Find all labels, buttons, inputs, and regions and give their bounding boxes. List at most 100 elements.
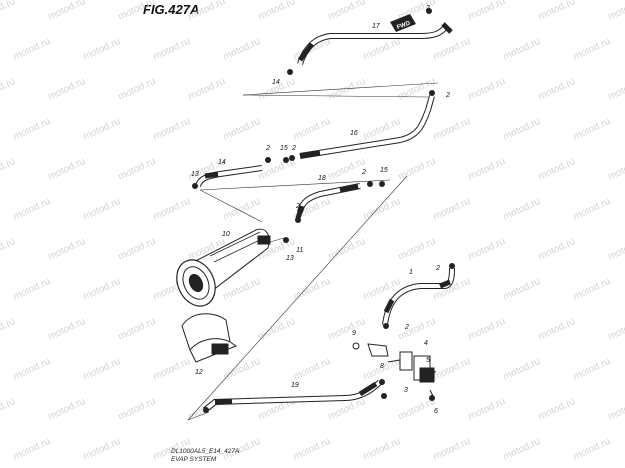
watermark-text: motod.ru — [607, 76, 625, 103]
watermark-text: motod.ru — [502, 196, 542, 223]
watermark-text: motod.ru — [362, 196, 402, 223]
callout-11: 11 — [296, 247, 303, 254]
watermark-text: motod.ru — [327, 316, 367, 343]
callout-2a: 2 — [425, 5, 430, 12]
watermark-text: motod.ru — [0, 236, 17, 263]
callout-2c: 2 — [265, 145, 270, 152]
callout-15: 14 — [218, 159, 226, 166]
watermark-text: motod.ru — [257, 0, 297, 23]
watermark-text: motod.ru — [292, 356, 332, 383]
callout-1: 1 — [409, 269, 413, 276]
watermark-text: motod.ru — [467, 236, 507, 263]
watermark-text: motod.ru — [607, 236, 625, 263]
watermark-text: motod.ru — [467, 396, 507, 423]
callout-18: 18 — [318, 175, 326, 182]
watermark-text: motod.ru — [47, 236, 87, 263]
callout-14b: 15 — [280, 145, 288, 152]
watermark-text: motod.ru — [432, 436, 472, 463]
watermark-text: motod.ru — [117, 0, 157, 23]
watermark-text: motod.ru — [397, 156, 437, 183]
watermark-text: motod.ru — [82, 356, 122, 383]
watermark-text: motod.ru — [502, 36, 542, 63]
callout-16: 16 — [350, 130, 358, 137]
callout-3: 3 — [404, 387, 408, 394]
watermark-text: motod.ru — [467, 316, 507, 343]
watermark-text: motod.ru — [537, 316, 577, 343]
watermark-text: motod.ru — [257, 316, 297, 343]
watermark-text: motod.ru — [502, 356, 542, 383]
watermark-text: motod.ru — [362, 436, 402, 463]
watermark-text: motod.ru — [572, 276, 612, 303]
watermark-text: motod.ru — [607, 0, 625, 23]
watermark-text: motod.ru — [152, 36, 192, 63]
watermark-text: motod.ru — [502, 436, 542, 463]
hose-18 — [295, 183, 361, 219]
callout-labels: 17 2 14 2 16 2 15 2 14 13 18 2 15 2 10 1… — [191, 5, 450, 415]
watermark-text: motod.ru — [12, 196, 52, 223]
watermark-text: motod.ru — [292, 36, 332, 63]
callout-6: 6 — [434, 408, 438, 415]
callout-2f: 2 — [295, 203, 300, 210]
bracket-9 — [352, 342, 389, 357]
watermark-text: motod.ru — [607, 316, 625, 343]
watermark-text: motod.ru — [327, 0, 367, 23]
watermark-text: motod.ru — [572, 356, 612, 383]
watermark-text: motod.ru — [0, 316, 17, 343]
callout-5: 5 — [426, 357, 430, 364]
watermark-text: motod.ru — [537, 236, 577, 263]
watermark-text: motod.ru — [397, 316, 437, 343]
watermark-text: motod.ru — [292, 276, 332, 303]
watermark-text: motod.ru — [12, 36, 52, 63]
watermark-text: motod.ru — [117, 76, 157, 103]
watermark-text: motod.ru — [467, 156, 507, 183]
fwd-arrow: FWD — [390, 14, 416, 32]
watermark-text: motod.ru — [152, 356, 192, 383]
watermark-text: motod.ru — [12, 436, 52, 463]
callout-2h: 2 — [404, 324, 409, 331]
watermark-text: motod.ru — [152, 116, 192, 143]
watermark-text: motod.ru — [82, 436, 122, 463]
watermark-text: motod.ru — [117, 396, 157, 423]
valve-assembly — [387, 351, 435, 399]
watermark-text: motod.ru — [222, 116, 262, 143]
watermark-text: motod.ru — [222, 36, 262, 63]
hose-1 — [382, 267, 455, 326]
watermark-text: motod.ru — [152, 196, 192, 223]
clamps — [192, 8, 455, 413]
callout-4: 4 — [424, 340, 428, 347]
watermark-text: motod.ru — [0, 76, 17, 103]
watermark-text: motod.ru — [537, 396, 577, 423]
watermark-text: motod.ru — [327, 156, 367, 183]
watermark-text: motod.ru — [537, 156, 577, 183]
callout-9: 9 — [352, 330, 356, 337]
watermark-text: motod.ru — [47, 0, 87, 23]
callout-14a: 14 — [272, 79, 280, 86]
figure-code: DL1000AL5_E14_427A — [171, 448, 240, 455]
watermark-text: motod.ru — [222, 276, 262, 303]
watermark-text: motod.ru — [187, 76, 227, 103]
watermark-text: motod.ru — [12, 276, 52, 303]
watermark-text: motod.ru — [0, 396, 17, 423]
callout-19: 19 — [291, 382, 299, 389]
callout-14c: 15 — [380, 167, 388, 174]
hose-17 — [297, 22, 453, 65]
canister-10 — [176, 228, 271, 307]
watermark-text: motod.ru — [502, 116, 542, 143]
watermark-text: motod.ru — [572, 116, 612, 143]
watermark-text: motod.ru — [12, 356, 52, 383]
watermark-text: motod.ru — [292, 436, 332, 463]
watermark-text: motod.ru — [607, 156, 625, 183]
watermark-text: motod.ru — [467, 76, 507, 103]
watermark-text: motod.ru — [47, 316, 87, 343]
callout-13a: 13 — [191, 171, 199, 178]
callout-7: 7 — [432, 371, 437, 378]
watermark-text: motod.ru — [537, 76, 577, 103]
fwd-label: FWD — [396, 20, 412, 31]
callout-10: 10 — [222, 231, 230, 238]
hose-15 — [195, 165, 263, 188]
watermark-text: motod.ru — [117, 316, 157, 343]
figure-title: FIG.427A — [143, 2, 200, 17]
callout-2d: 2 — [291, 145, 296, 152]
